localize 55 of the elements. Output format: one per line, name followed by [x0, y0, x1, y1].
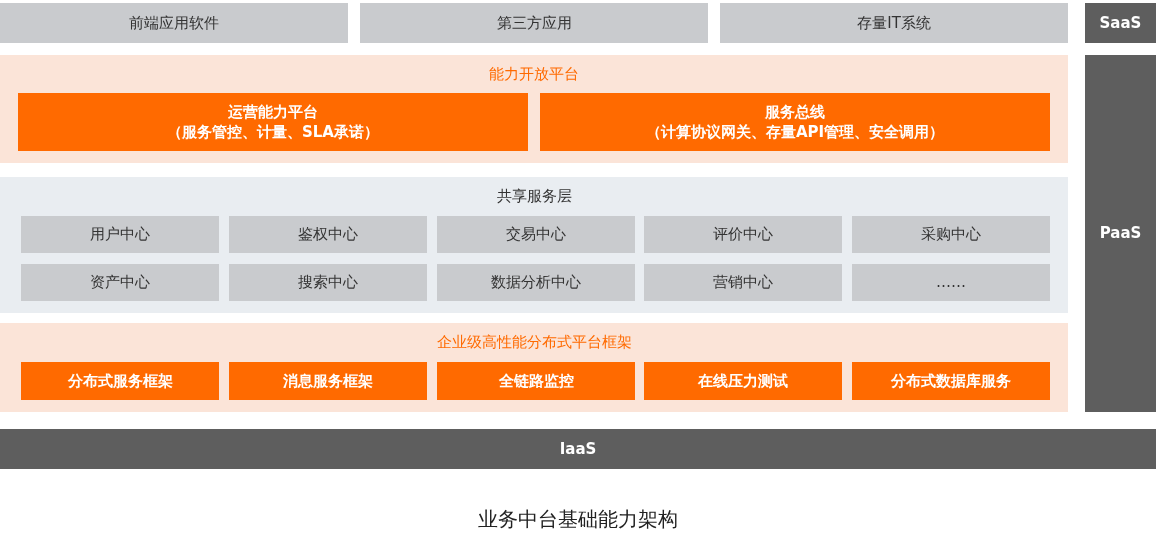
platform-box — [229, 362, 427, 400]
platform-box — [540, 93, 1050, 151]
box-label: 营销中心 — [713, 272, 773, 293]
box-label: 服务总线 — [765, 101, 825, 122]
module-box — [644, 264, 842, 301]
box-label: 前端应用软件 — [129, 12, 219, 34]
box-label: PaaS — [1099, 223, 1142, 244]
box-label: 采购中心 — [921, 224, 981, 245]
platform-box — [852, 362, 1050, 400]
layer-bar — [1085, 55, 1156, 412]
box-label: 全链路监控 — [498, 370, 574, 392]
layer-panel — [0, 323, 1068, 412]
box-label: 运营能力平台 — [228, 101, 318, 122]
module-box — [852, 216, 1050, 253]
module-box — [852, 264, 1050, 301]
box-label: 资产中心 — [90, 272, 150, 293]
platform-box — [437, 362, 635, 400]
layer-bar — [1085, 3, 1156, 43]
module-box — [0, 3, 348, 43]
box-label: 分布式服务框架 — [67, 370, 173, 392]
module-box — [21, 264, 219, 301]
platform-box — [21, 362, 219, 400]
box-label: 用户中心 — [90, 224, 150, 245]
box-label: 存量IT系统 — [857, 12, 931, 34]
box-label: 消息服务框架 — [283, 370, 373, 392]
module-box — [720, 3, 1068, 43]
module-box — [437, 264, 635, 301]
layer-panel — [0, 177, 1068, 313]
box-label: 搜索中心 — [298, 272, 358, 293]
box-subtitle: （服务管控、计量、SLA承诺） — [167, 122, 379, 143]
module-box — [21, 216, 219, 253]
box-label: …… — [936, 272, 966, 293]
box-label: 分布式数据库服务 — [891, 370, 1011, 392]
box-label: 评价中心 — [713, 224, 773, 245]
layer-panel — [0, 55, 1068, 163]
box-label: SaaS — [1099, 12, 1142, 34]
box-label: 第三方应用 — [496, 12, 572, 34]
box-label: 交易中心 — [506, 224, 566, 245]
panel-title: 能力开放平台 — [489, 64, 579, 85]
module-box — [229, 216, 427, 253]
platform-box — [644, 362, 842, 400]
module-box — [437, 216, 635, 253]
module-box — [229, 264, 427, 301]
box-label: 鉴权中心 — [298, 224, 358, 245]
box-label: 在线压力测试 — [698, 370, 788, 392]
box-label: IaaS — [559, 438, 597, 460]
layer-bar — [0, 429, 1156, 469]
caption: 业务中台基础能力架构 — [477, 506, 679, 533]
box-label: 数据分析中心 — [491, 272, 581, 293]
platform-box — [18, 93, 528, 151]
panel-title: 企业级高性能分布式平台框架 — [436, 332, 632, 353]
panel-title: 共享服务层 — [496, 186, 572, 207]
box-subtitle: （计算协议网关、存量API管理、安全调用） — [645, 122, 945, 143]
module-box — [644, 216, 842, 253]
module-box — [360, 3, 708, 43]
